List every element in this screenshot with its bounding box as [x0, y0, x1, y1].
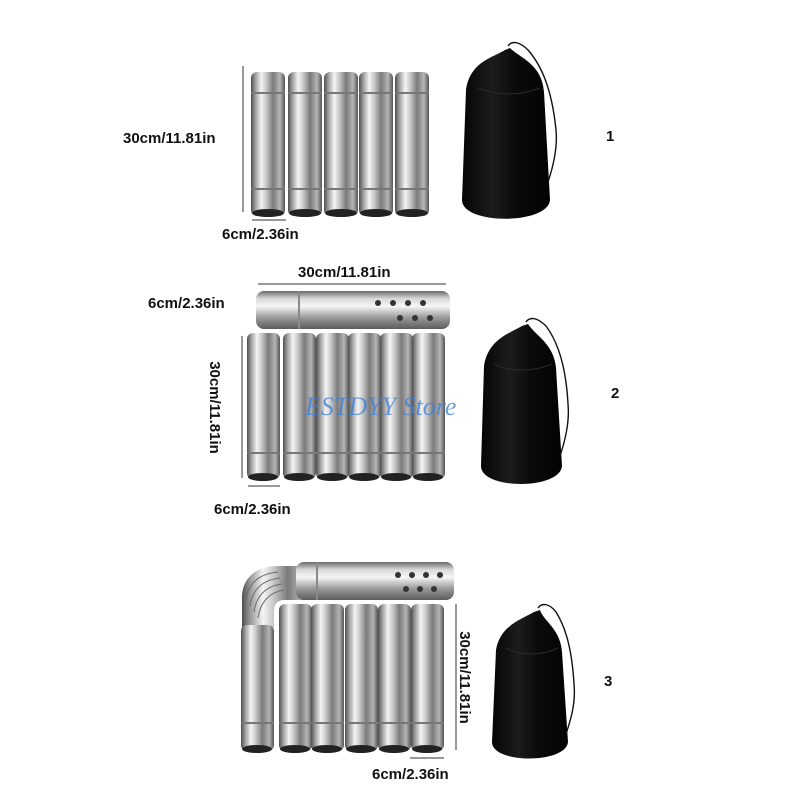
- pipe: [359, 72, 393, 217]
- store-watermark: ESTDYY Store: [305, 392, 457, 421]
- pipe: [311, 604, 344, 753]
- pipe: [411, 604, 444, 753]
- pipe: [395, 72, 429, 217]
- width-label: 6cm/2.36in: [222, 226, 299, 243]
- storage-bag: [481, 317, 570, 484]
- horizontal-pipe: [256, 291, 450, 329]
- option-number: 1: [606, 128, 615, 145]
- width-label: 6cm/2.36in: [372, 766, 449, 783]
- storage-bag: [492, 603, 576, 759]
- storage-bag: [462, 41, 558, 219]
- pipe: [247, 333, 280, 481]
- elbow-pipe: [242, 566, 312, 628]
- length-label: 30cm/11.81in: [123, 130, 216, 147]
- option-number: 2: [611, 385, 620, 402]
- pipe: [288, 72, 322, 217]
- pipe: [283, 333, 316, 481]
- pipe: [378, 604, 411, 753]
- pipe: [412, 333, 445, 481]
- pipe: [345, 604, 378, 753]
- pipe: [279, 604, 312, 753]
- length-label: 30cm/11.81in: [298, 264, 391, 281]
- pipe: [251, 72, 285, 217]
- pipe: [380, 333, 413, 481]
- pipe: [241, 625, 274, 753]
- pipe: [348, 333, 381, 481]
- width-label: 6cm/2.36in: [214, 501, 291, 518]
- set-2: [241, 283, 570, 487]
- set-1: [242, 41, 558, 221]
- set-3: [241, 562, 576, 759]
- pipe: [324, 72, 358, 217]
- horizontal-pipe: [296, 562, 454, 600]
- width-label: 6cm/2.36in: [148, 295, 225, 312]
- pipe: [316, 333, 349, 481]
- option-number: 3: [604, 673, 613, 690]
- length-label-vertical: 30cm/11.81in: [205, 361, 223, 454]
- length-label-vertical: 30cm/11.81in: [455, 631, 473, 724]
